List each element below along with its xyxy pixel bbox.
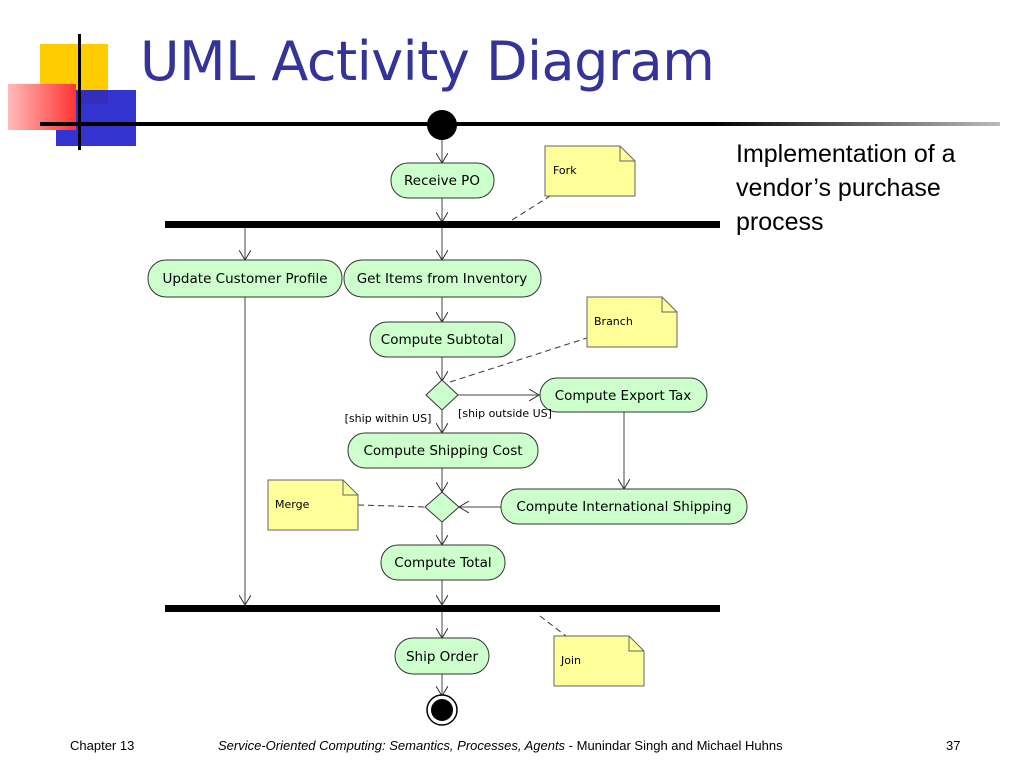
- merge-note-anchor: [357, 504, 427, 508]
- initial-node: [427, 110, 457, 140]
- note-join: Join: [553, 635, 645, 687]
- branch-decision-diamond: [425, 379, 459, 411]
- fork-note-anchor: [511, 195, 551, 221]
- fork-bar: [165, 221, 720, 228]
- activity-compute-international-shipping: Compute International Shipping: [500, 488, 748, 525]
- merge-diamond: [424, 491, 460, 523]
- activity-compute-total-label: Compute Total: [394, 555, 491, 571]
- footer-chapter: Chapter 13: [70, 738, 135, 753]
- activity-compute-subtotal-label: Compute Subtotal: [381, 332, 503, 348]
- slide-title: UML Activity Diagram: [140, 30, 715, 93]
- activity-get-items-from-inventory-label: Get Items from Inventory: [357, 271, 528, 287]
- note-branch: Branch: [586, 296, 678, 348]
- activity-update-customer-profile: Update Customer Profile: [147, 259, 343, 298]
- branch-note-anchor: [449, 336, 591, 383]
- activity-ship-order-label: Ship Order: [406, 649, 479, 665]
- activity-update-customer-profile-label: Update Customer Profile: [162, 271, 327, 287]
- title-underline: [40, 122, 1000, 126]
- activity-receive-po: Receive PO: [390, 162, 495, 199]
- activity-compute-shipping-cost: Compute Shipping Cost: [347, 432, 539, 469]
- note-branch-label: Branch: [594, 315, 633, 328]
- guard-ship-outside-us: [ship outside US]: [458, 407, 552, 420]
- activity-receive-po-label: Receive PO: [404, 173, 480, 189]
- footer-page-number: 37: [946, 738, 961, 753]
- side-note: Implementation of a vendor’s purchase pr…: [736, 140, 956, 236]
- activity-ship-order: Ship Order: [394, 637, 490, 675]
- activity-compute-shipping-cost-label: Compute Shipping Cost: [363, 443, 522, 459]
- note-merge-label: Merge: [275, 498, 310, 511]
- activity-compute-export-tax-label: Compute Export Tax: [555, 388, 692, 404]
- guard-ship-within-us: [ship within US]: [345, 412, 432, 425]
- footer-authors: - Munindar Singh and Michael Huhns: [565, 738, 783, 753]
- note-join-label: Join: [560, 654, 581, 667]
- activity-compute-export-tax: Compute Export Tax: [539, 377, 708, 413]
- footer-citation: Service-Oriented Computing: Semantics, P…: [218, 738, 783, 753]
- corner-vertical-line: [78, 34, 81, 150]
- activity-compute-subtotal: Compute Subtotal: [369, 321, 516, 358]
- activity-compute-total: Compute Total: [380, 544, 506, 581]
- note-fork: Fork: [544, 145, 636, 197]
- note-fork-label: Fork: [553, 164, 577, 177]
- final-node: [426, 694, 458, 726]
- note-merge: Merge: [267, 479, 359, 531]
- join-bar: [165, 605, 720, 612]
- join-note-anchor: [539, 615, 567, 637]
- activity-compute-international-shipping-label: Compute International Shipping: [516, 499, 731, 515]
- activity-get-items-from-inventory: Get Items from Inventory: [343, 259, 542, 298]
- footer-book-title: Service-Oriented Computing: Semantics, P…: [218, 738, 566, 753]
